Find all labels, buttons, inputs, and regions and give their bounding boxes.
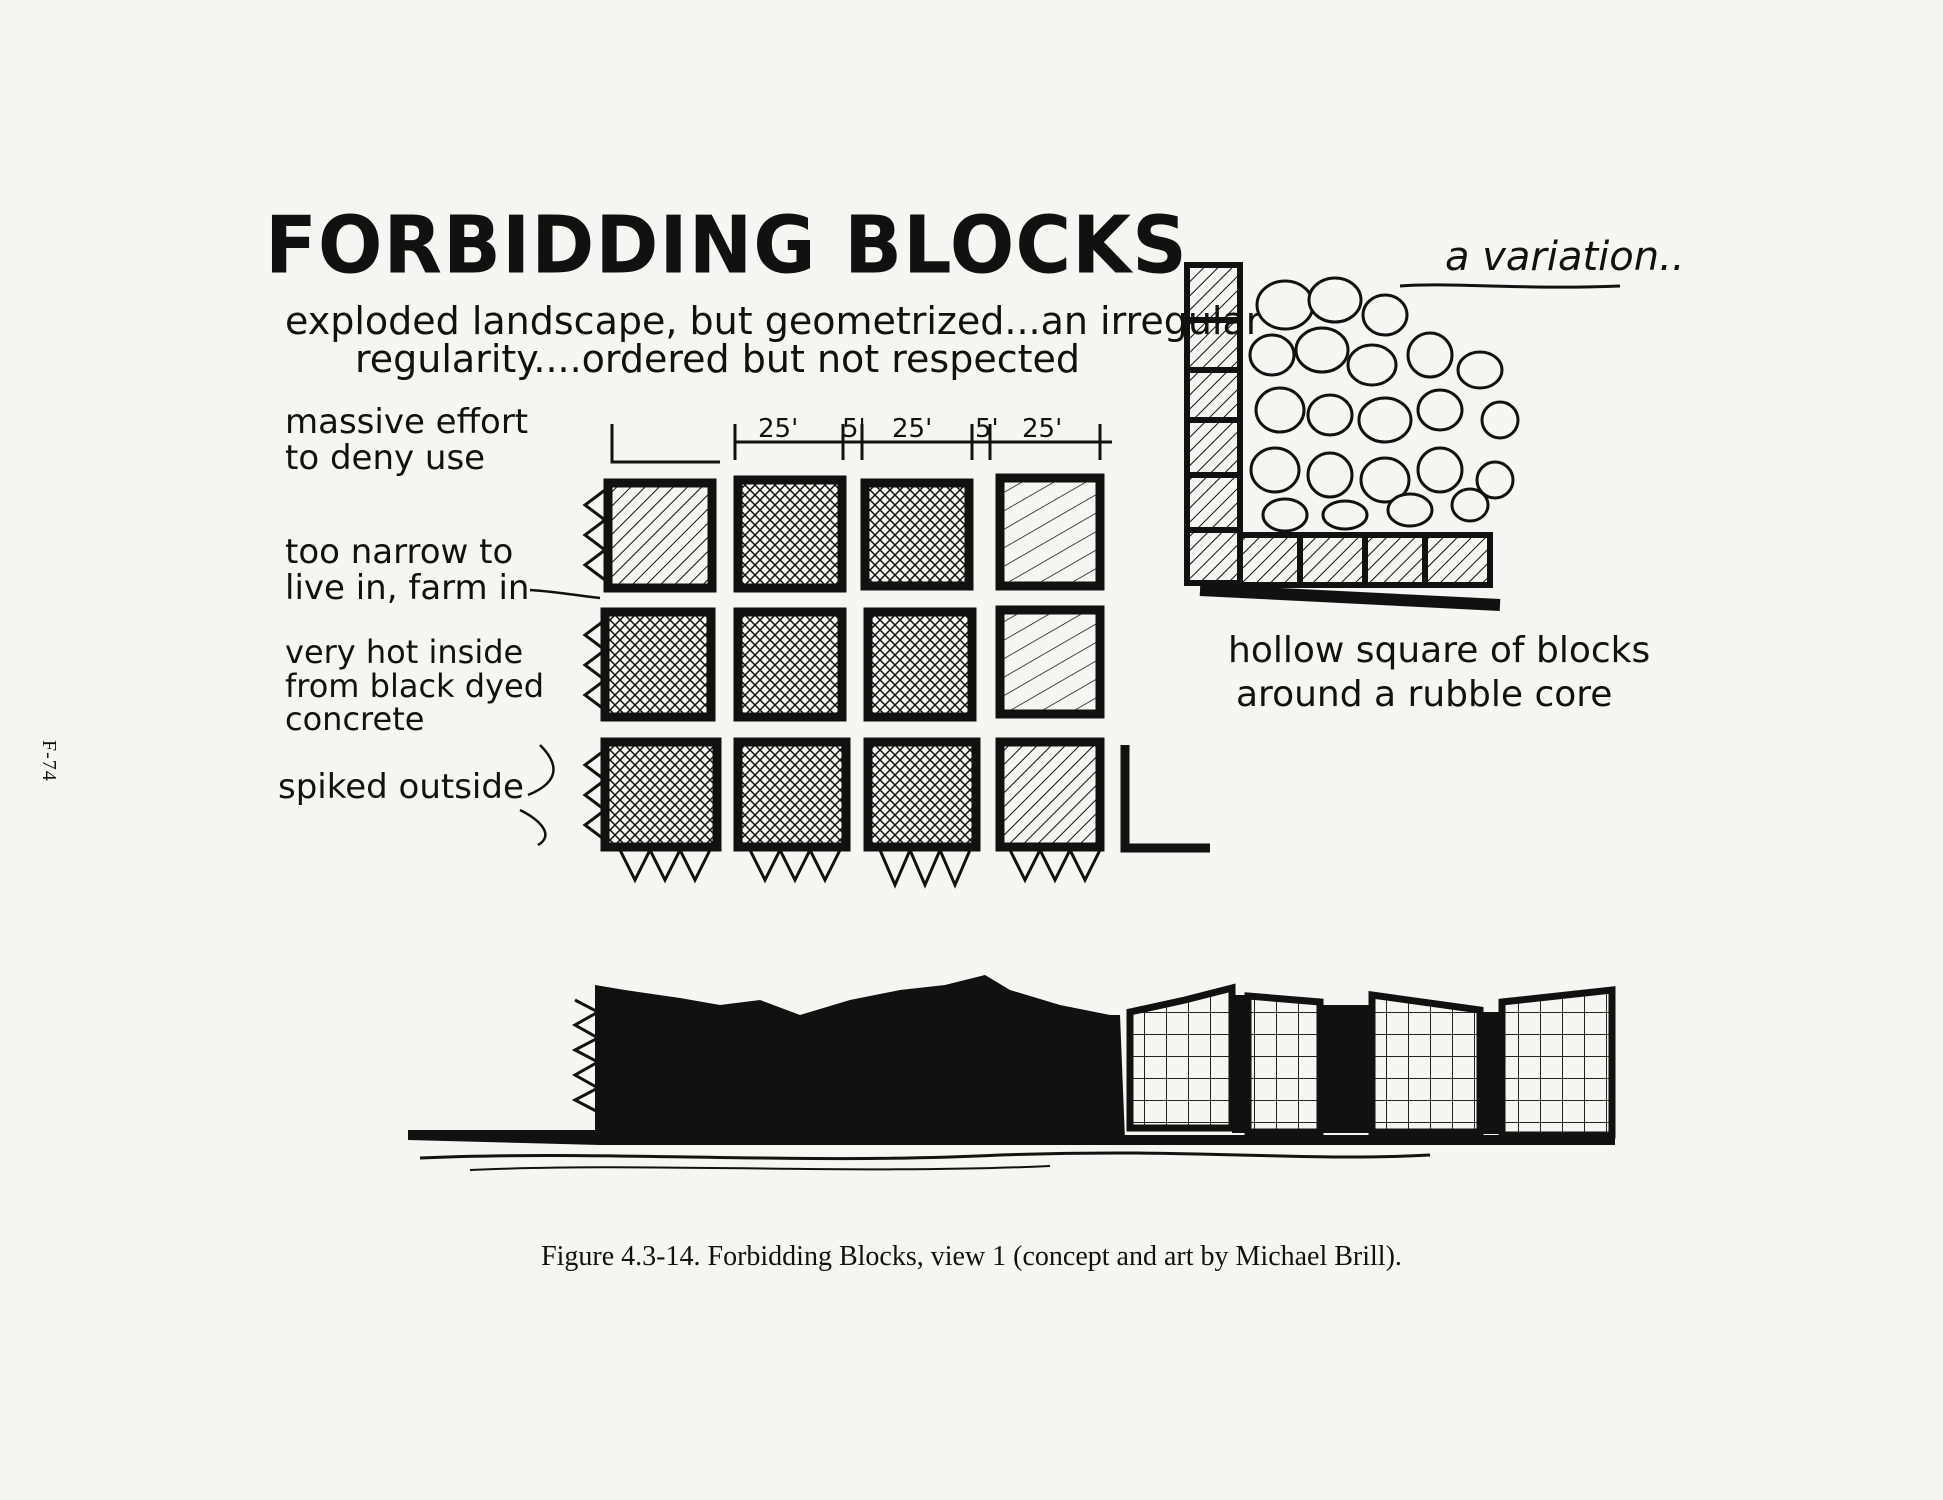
- dimension-line: [612, 424, 1112, 462]
- variation-underline: [1400, 285, 1620, 287]
- spikes-bottom: [620, 850, 1100, 885]
- figure-caption: Figure 4.3-14. Forbidding Blocks, view 1…: [0, 1241, 1943, 1273]
- rubble-core: [1250, 278, 1518, 531]
- block-grid: [605, 478, 1210, 848]
- elevation-view: [408, 975, 1615, 1170]
- note-arrows: [520, 590, 600, 845]
